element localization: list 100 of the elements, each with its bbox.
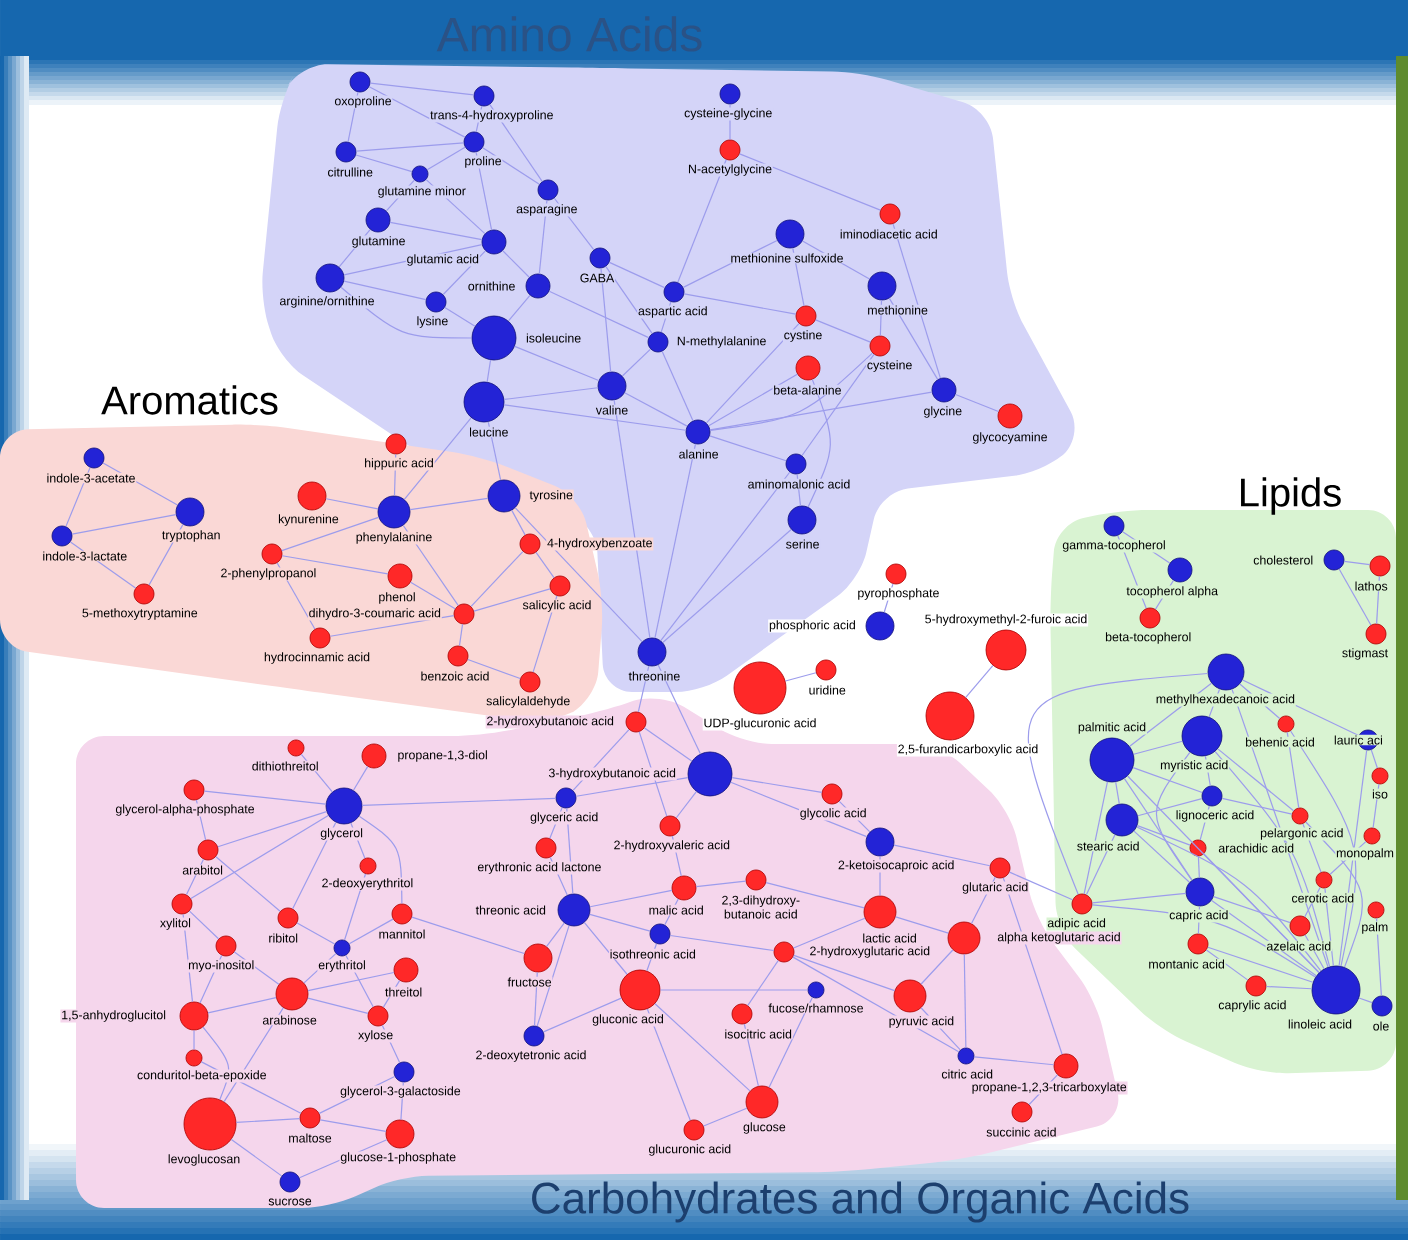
connector-line <box>1376 575 1380 625</box>
node-circle <box>775 219 805 249</box>
connector-line <box>709 352 873 431</box>
node-circle <box>879 203 901 225</box>
connector-line <box>487 421 502 481</box>
node-circle <box>393 957 419 983</box>
connector-line <box>793 917 866 949</box>
connector-line <box>1008 871 1074 901</box>
connector-line <box>965 664 994 698</box>
node-circle <box>589 247 611 269</box>
connector-line <box>801 353 875 457</box>
connector-line <box>382 979 401 1008</box>
node-circle <box>1187 933 1209 955</box>
connector-line <box>1217 748 1295 812</box>
node-circle <box>349 71 371 93</box>
connector-line <box>467 658 521 680</box>
node-circle <box>387 563 413 589</box>
node-circle <box>367 1005 389 1027</box>
node-circle <box>359 857 377 875</box>
connector-line <box>190 814 329 900</box>
node-circle <box>411 165 429 183</box>
connector-line <box>410 581 456 610</box>
node-circle <box>393 1061 415 1083</box>
connector-line <box>1372 783 1380 829</box>
node-circle <box>815 659 837 681</box>
connector-line <box>1132 766 1203 794</box>
node-circle <box>1103 515 1125 537</box>
connector-line <box>661 350 694 422</box>
node-circle <box>997 403 1023 429</box>
node-circle <box>625 711 647 733</box>
connector-line <box>621 348 652 377</box>
node-circle <box>325 787 363 825</box>
connector-line <box>1358 997 1373 1004</box>
node-circle <box>535 837 557 859</box>
node-circle <box>377 495 411 529</box>
node-circle <box>1363 827 1381 845</box>
connector-line <box>1338 749 1368 967</box>
connector-line <box>709 435 787 462</box>
node-circle <box>1289 915 1311 937</box>
connector-line <box>355 142 465 152</box>
connector-line <box>507 294 531 322</box>
connector-line <box>514 345 600 382</box>
node-circle <box>1185 877 1215 907</box>
node-circle <box>795 305 817 327</box>
connector-line <box>182 913 194 1003</box>
node-circle <box>453 603 475 625</box>
node-circle <box>279 1171 301 1193</box>
node-circle <box>261 543 283 565</box>
node-circle <box>659 815 681 837</box>
connector-line <box>203 790 327 805</box>
connector-line <box>657 664 701 755</box>
node-circle <box>309 627 331 649</box>
connector-line <box>1221 797 1293 815</box>
node-circle <box>867 271 897 301</box>
node-circle <box>487 479 521 513</box>
node-circle <box>647 331 669 353</box>
cluster-title: Lipids <box>1241 477 1341 515</box>
node-circle <box>171 893 193 915</box>
node-circle <box>1315 871 1333 889</box>
node-circle <box>1311 965 1361 1015</box>
connector-line <box>893 844 991 867</box>
cluster-title: Carbohydrates and Organic Acids <box>532 1181 1189 1223</box>
node-circle <box>1207 653 1245 691</box>
node-circle <box>1105 803 1139 837</box>
connector-line <box>188 910 220 940</box>
node-circle <box>925 691 975 741</box>
node-circle <box>447 645 469 667</box>
node-circle <box>361 743 387 769</box>
node-circle <box>519 671 541 693</box>
node-circle <box>287 739 305 757</box>
connector-line <box>1375 917 1382 997</box>
node-circle <box>473 85 495 107</box>
node-circle <box>637 637 667 667</box>
connector-line <box>638 731 668 817</box>
node-circle <box>947 921 981 955</box>
connector-line <box>731 777 823 793</box>
connector-line <box>503 404 687 431</box>
connector-line <box>340 286 473 339</box>
connector-line <box>535 551 555 579</box>
node-circle <box>719 83 741 105</box>
connector-line <box>1155 751 1193 881</box>
node-circle <box>51 525 73 547</box>
connector-line <box>217 811 328 848</box>
node-circle <box>1139 607 1161 629</box>
node-circle <box>179 1001 209 1031</box>
connector-line <box>1136 826 1322 972</box>
node-circle <box>893 979 927 1013</box>
connector-line <box>71 514 177 535</box>
node-circle <box>649 923 671 945</box>
node-circle <box>807 981 825 999</box>
connector-line <box>511 509 526 536</box>
connector-line <box>662 528 792 644</box>
node-circle <box>597 371 627 401</box>
connector-line <box>739 153 881 211</box>
node-circle <box>471 315 517 361</box>
connector-line <box>1085 834 1116 896</box>
connector-line <box>1133 830 1191 883</box>
connector-line <box>1265 985 1313 990</box>
node-circle <box>1189 839 1207 857</box>
node-circle <box>1011 1101 1033 1123</box>
